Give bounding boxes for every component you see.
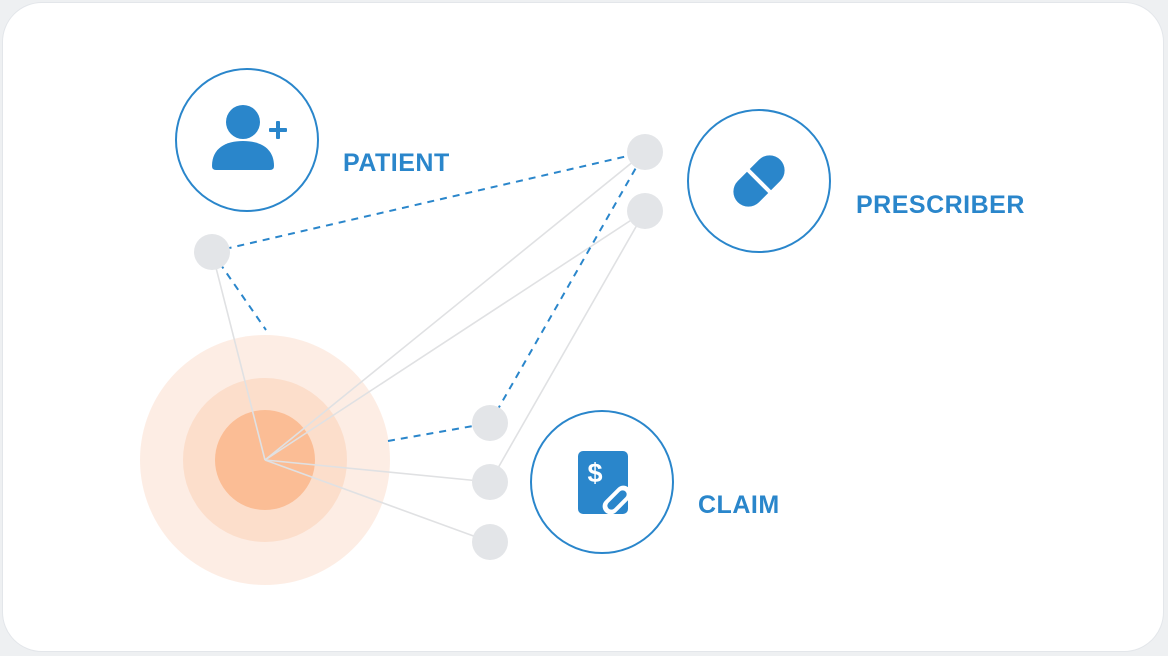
dashed-link-hub-upper [387, 422, 491, 442]
patient-badge-ring [175, 68, 319, 212]
link-hub-node-left [211, 251, 266, 461]
dashed-link-left-top [211, 151, 646, 253]
link-hub-node-mid [264, 459, 491, 483]
patient-badge [175, 68, 319, 212]
node-claim-2 [472, 464, 508, 500]
nodes [194, 134, 663, 560]
node-top-1 [627, 134, 663, 170]
solid-links [211, 151, 646, 543]
claim-label: CLAIM [698, 491, 780, 519]
svg-text:$: $ [587, 458, 602, 488]
pill-capsule-icon [733, 155, 785, 207]
patient-label: PATIENT [343, 149, 450, 177]
dashed-link-upper-top [489, 151, 646, 424]
node-claim-1 [472, 405, 508, 441]
add-user-icon [212, 105, 287, 170]
link-hub-node-top-2 [264, 210, 646, 461]
link-hub-node-bottom [264, 459, 491, 543]
node-left [194, 234, 230, 270]
link-hub-node-top-1 [264, 151, 646, 461]
link-node-mid-node-top-2 [489, 210, 646, 483]
node-top-2 [627, 193, 663, 229]
prescriber-label: PRESCRIBER [856, 191, 1025, 219]
dollar-document-edit-icon: $ [578, 451, 632, 515]
prescriber-badge [687, 109, 831, 253]
node-claim-3 [472, 524, 508, 560]
claim-badge: $ [530, 410, 674, 554]
